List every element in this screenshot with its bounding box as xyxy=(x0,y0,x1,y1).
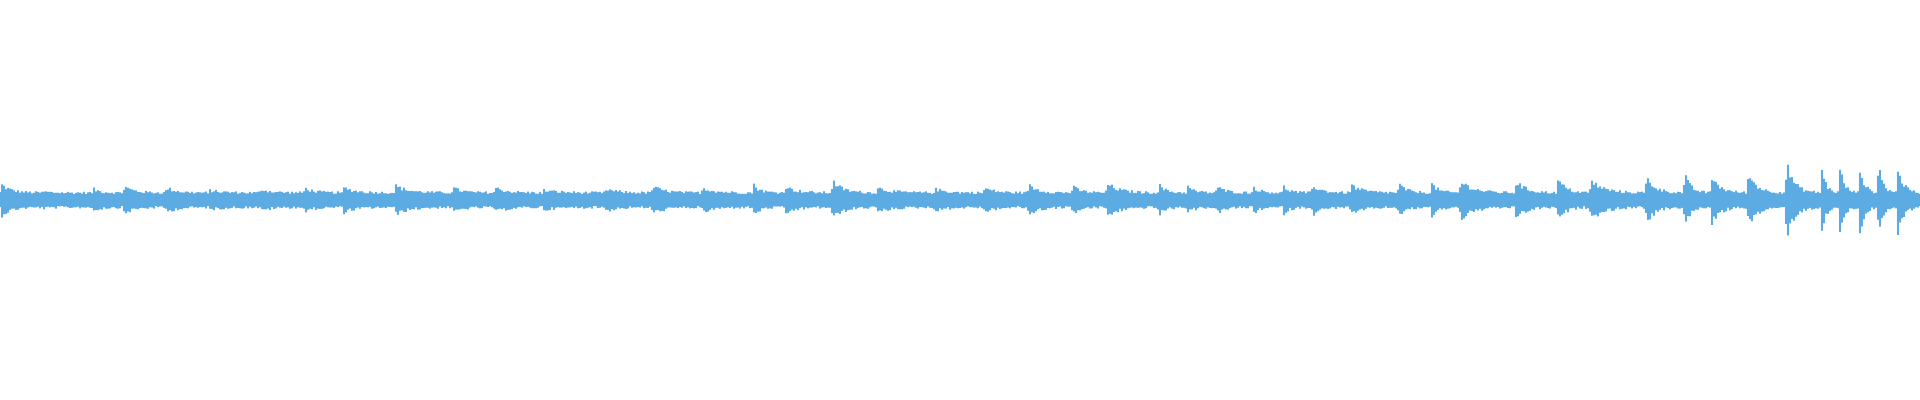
waveform-bars xyxy=(0,164,1920,236)
waveform-center-band xyxy=(0,194,1920,206)
